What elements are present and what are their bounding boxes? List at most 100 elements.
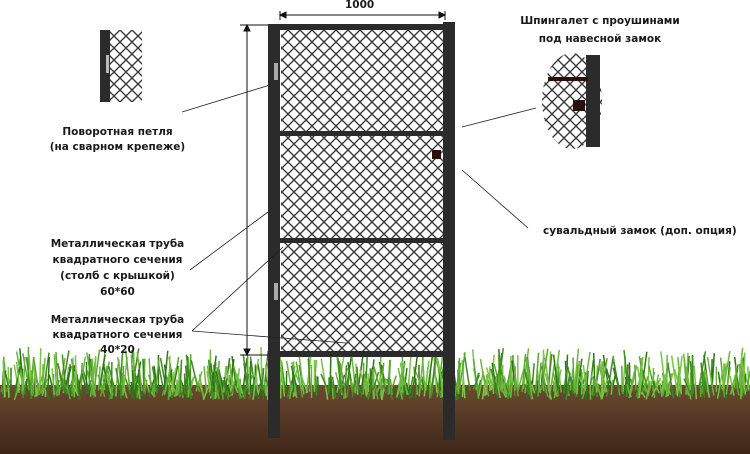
grass-blade [670, 355, 678, 392]
grass-blade [331, 381, 334, 400]
post-label-line: Металлическая труба [50, 238, 185, 250]
grass-blade [248, 366, 251, 395]
lock-icon [432, 150, 441, 159]
grass-blade [331, 376, 337, 399]
grass-blade [360, 373, 365, 391]
grass-blade [15, 361, 21, 391]
hinge-label-line: (на сварном крепеже) [49, 141, 186, 153]
grass-blade [699, 373, 702, 398]
grass-blade [640, 374, 649, 395]
grass-blade [213, 373, 220, 393]
grass-blade [330, 375, 333, 389]
grass-blade [582, 364, 588, 391]
grass-blade [351, 373, 357, 398]
grass-blade [389, 378, 393, 396]
grass-blade [523, 368, 531, 392]
grass-blade [427, 352, 434, 390]
grass-blade [315, 375, 318, 396]
grass-blade [374, 382, 379, 400]
grass-blade [593, 358, 601, 396]
grass-blade [106, 373, 112, 395]
hinge-bottom [274, 283, 278, 300]
grass-blade [572, 357, 575, 392]
grass-blade [740, 357, 743, 400]
grass-blade [179, 359, 183, 397]
grass-blade [423, 360, 430, 397]
grass-blade [367, 385, 373, 400]
frame-label-line: квадратного сечения [52, 329, 183, 341]
grass-blade [472, 374, 481, 390]
grass-blade [483, 379, 488, 396]
grass-blade [148, 378, 156, 398]
grass-blade [101, 361, 110, 394]
grass-blade [411, 356, 418, 398]
dimension-lines [240, 11, 447, 357]
grass-blade [537, 362, 542, 397]
grass-blade [74, 355, 78, 392]
post-label-line: 60*60 [100, 286, 135, 298]
grass-blade [108, 366, 116, 390]
grass-blade [13, 364, 20, 393]
grass-blade [55, 351, 60, 394]
grass-blade [148, 374, 156, 397]
right-post [443, 22, 455, 440]
grass-blade [683, 378, 692, 395]
grass-blade [372, 371, 380, 390]
grass-blade [397, 363, 406, 395]
grass-blade [257, 362, 265, 400]
grass-blade [71, 365, 74, 397]
frame-label: Металлическая труба квадратного сечения … [30, 313, 205, 358]
grass-blade [203, 366, 208, 394]
grass-blade [4, 370, 12, 398]
grass-blade [305, 357, 312, 394]
grass-blade [151, 366, 158, 394]
grass-blade [243, 373, 250, 400]
grass-blade [5, 374, 13, 393]
grass-blade [478, 371, 485, 397]
grass-blade [660, 376, 668, 393]
latch-label-line: Шпингалет с проушинами [520, 15, 680, 27]
grass-blade [534, 352, 540, 391]
grass-blade [595, 378, 602, 398]
grass-blade [612, 361, 621, 391]
grass-blade [415, 371, 424, 391]
grass-blade [136, 351, 143, 392]
grass-blade [651, 382, 659, 397]
grass-blade [119, 371, 122, 399]
ground [0, 347, 750, 454]
grass-blade [722, 351, 731, 392]
grass-blade [525, 356, 532, 393]
grass-blade [521, 353, 527, 393]
grass-blade [115, 363, 119, 397]
grass-blade [645, 380, 651, 400]
grass-blade [575, 361, 581, 395]
width-dimension-label: 1000 [345, 0, 375, 11]
grass-blade [640, 351, 648, 393]
grass-blade [143, 379, 148, 395]
grass-blade [236, 368, 240, 389]
grass-blade [634, 364, 637, 391]
gate-frame [280, 24, 443, 357]
grass-blade [472, 359, 480, 399]
grass-blade [185, 354, 192, 394]
grass-blade [264, 381, 267, 394]
grass-blade [32, 356, 41, 396]
grass-blade [298, 356, 305, 395]
frame-label-line: 40*20 [100, 344, 135, 356]
grass-blade [548, 360, 556, 399]
grass-blade [346, 371, 350, 398]
grass-blade [659, 383, 663, 397]
grass-blade [511, 360, 517, 398]
grass-blade [252, 358, 260, 400]
grass-blade [689, 361, 694, 394]
grass-blade [638, 356, 644, 399]
grass-blade [494, 353, 503, 394]
grass-blade [295, 361, 304, 398]
grass-blade [33, 361, 37, 397]
hinge-label: Поворотная петля (на сварном крепеже) [30, 125, 205, 155]
grass-blade [41, 378, 48, 397]
grass-blade [63, 372, 68, 395]
grass-blade [591, 378, 596, 395]
grass-blade [79, 362, 84, 390]
grass-blade [566, 366, 575, 394]
